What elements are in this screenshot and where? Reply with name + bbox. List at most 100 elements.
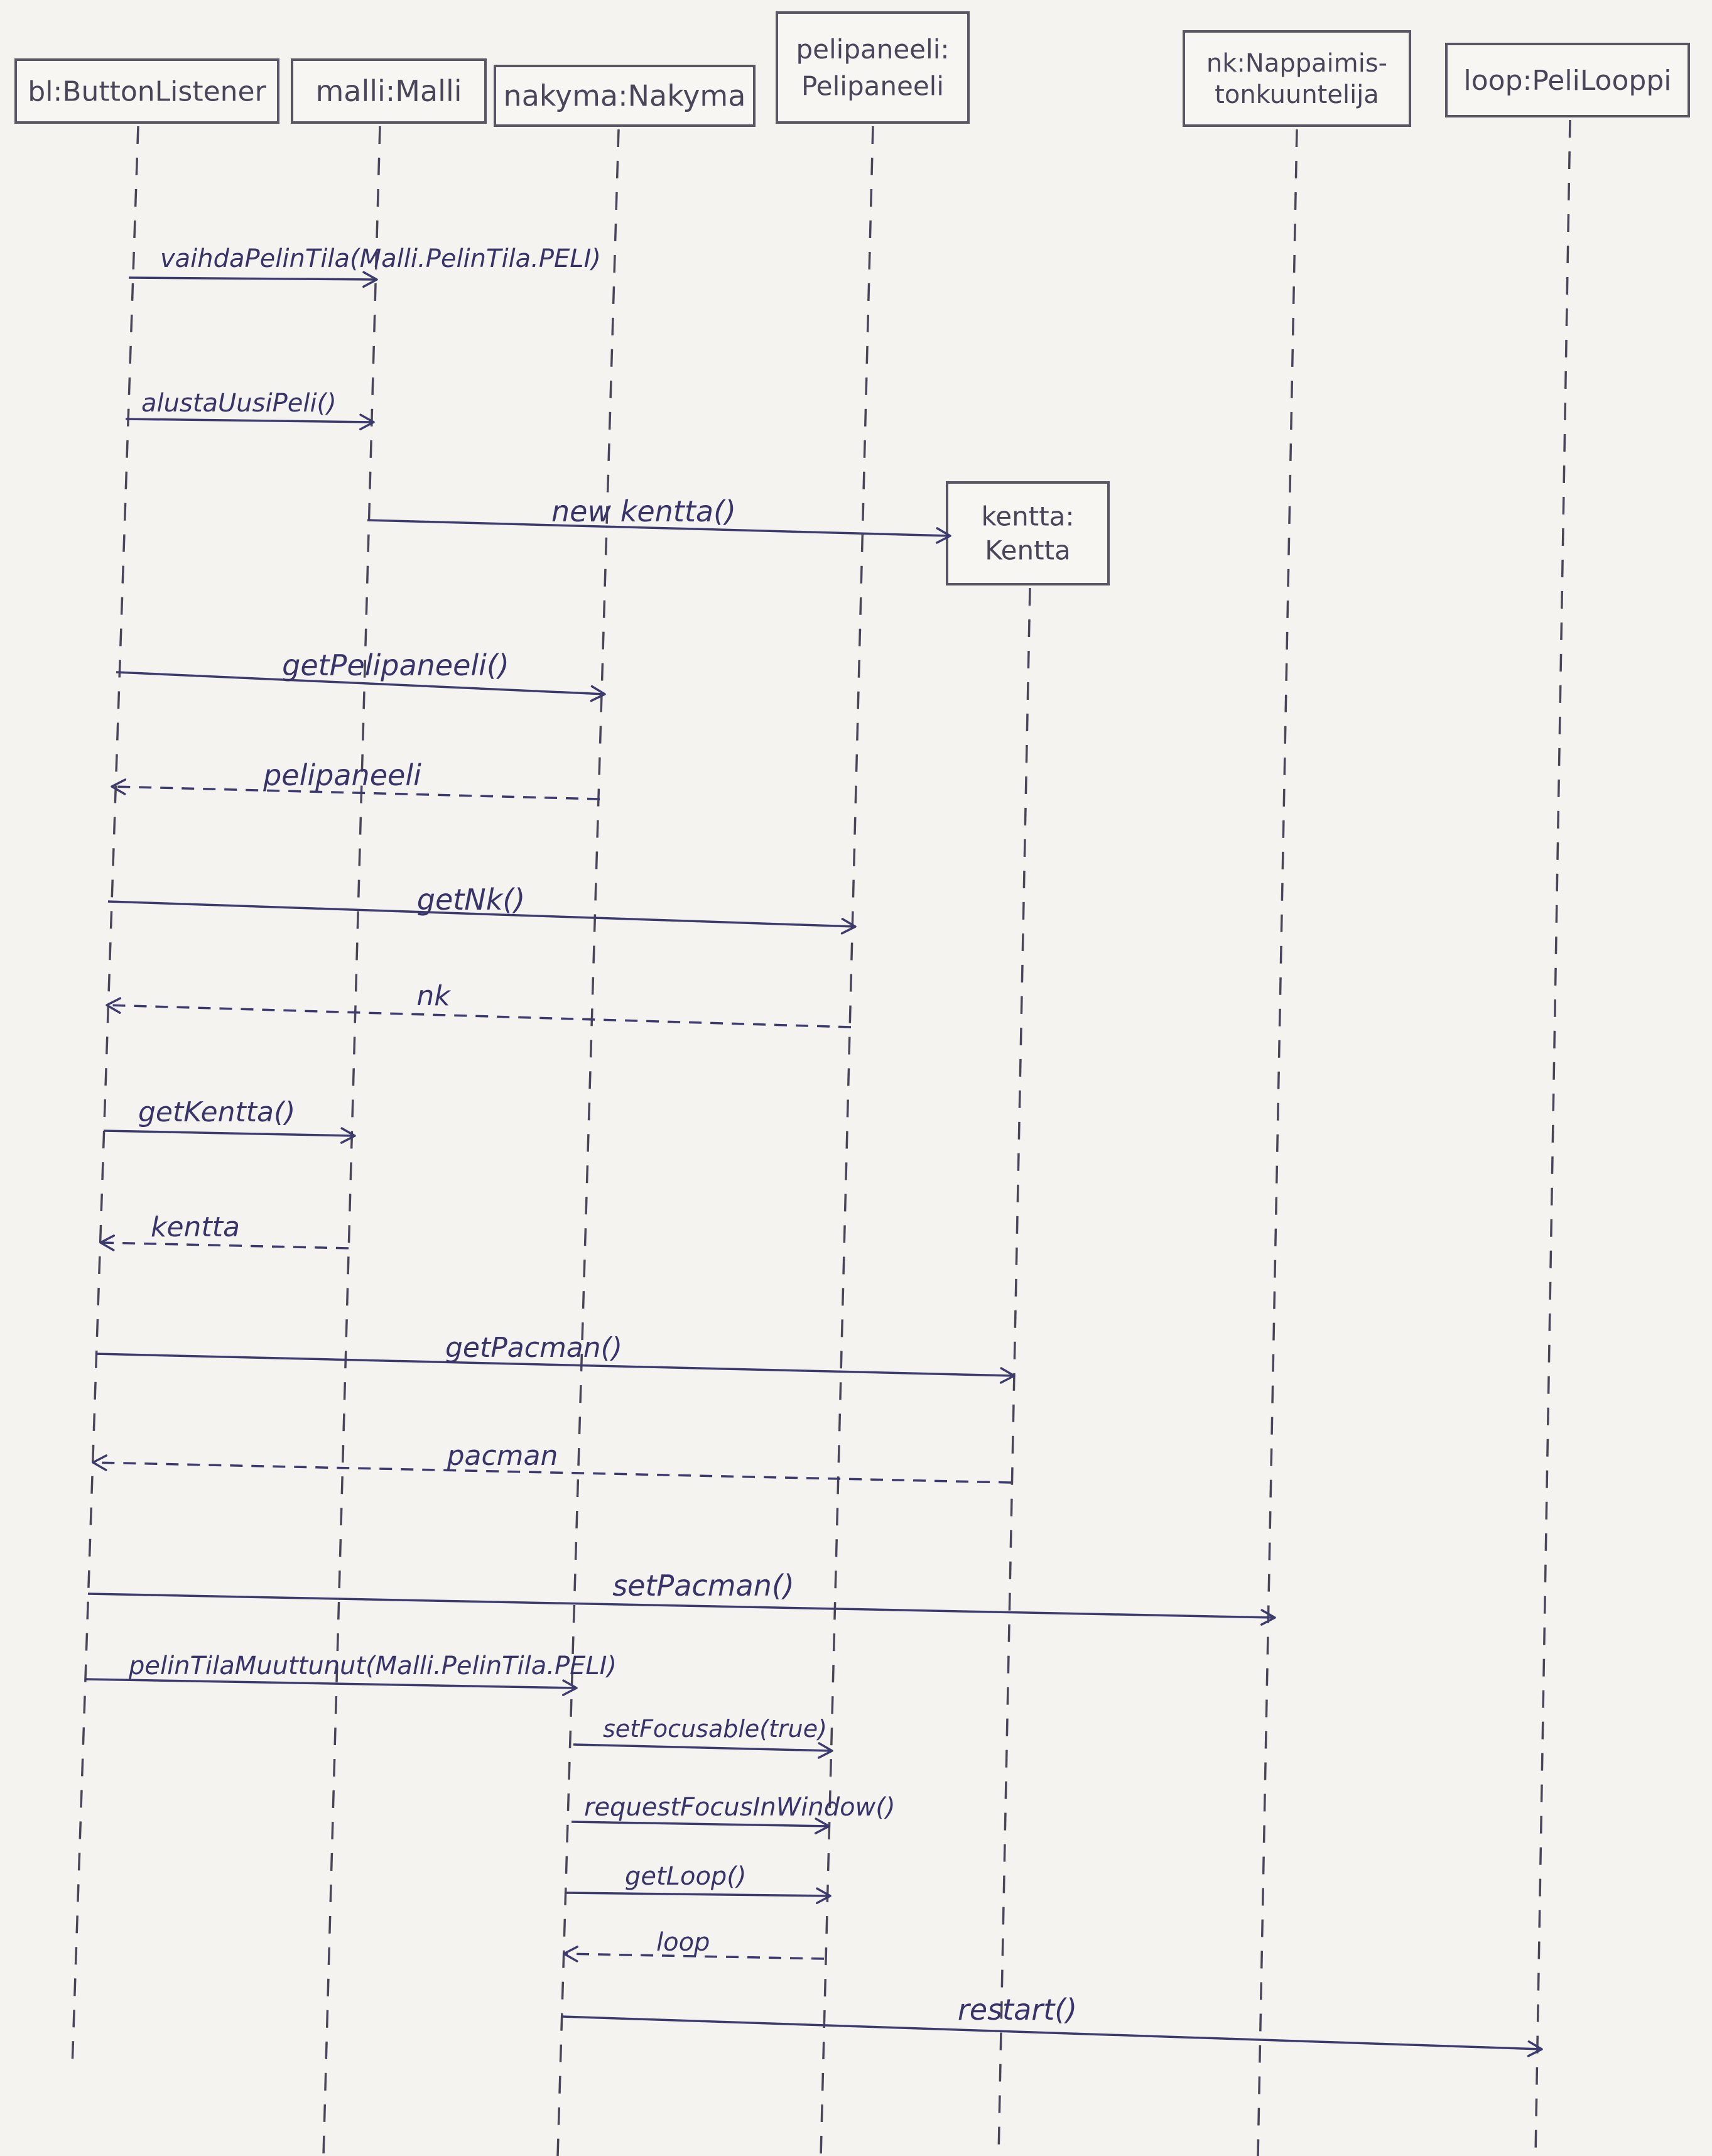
arrowhead-icon xyxy=(817,1742,833,1759)
arrowhead-icon xyxy=(814,1817,830,1834)
message-label: nk xyxy=(416,980,451,1012)
message-17: loop xyxy=(563,1928,825,1963)
lifeline-loop xyxy=(1534,119,1571,2156)
message-12: setPacman() xyxy=(87,1569,1276,1626)
arrowhead-icon xyxy=(561,1679,578,1696)
message-9: kentta xyxy=(99,1211,349,1251)
call-arrow xyxy=(367,519,951,537)
participant-label: malli:Malli xyxy=(315,74,462,108)
call-arrow xyxy=(125,418,374,423)
participant-box xyxy=(776,11,970,124)
arrowhead-icon xyxy=(816,1887,832,1904)
message-4: getPelipaneeli() xyxy=(116,648,606,702)
lifeline-bl xyxy=(71,126,139,2067)
return-arrow xyxy=(100,1241,349,1250)
message-15: requestFocusInWindow() xyxy=(571,1793,896,1834)
message-1: vaihdaPelinTila(Malli.PelinTila.PELI) xyxy=(128,244,601,288)
participant-pelipaneeli: pelipaneeli: Pelipaneeli xyxy=(776,11,970,2156)
return-arrow xyxy=(92,1461,1012,1484)
arrowhead-icon xyxy=(999,1367,1016,1384)
participant-label: tonkuuntelija xyxy=(1215,80,1379,109)
return-arrow xyxy=(106,1004,852,1028)
message-16: getLoop() xyxy=(566,1862,832,1904)
participant-label: nakyma:Nakyma xyxy=(504,79,746,113)
message-18: restart() xyxy=(561,1993,1543,2057)
participant-kentta: kentta:Kentta xyxy=(946,481,1110,2156)
arrowhead-icon xyxy=(1260,1609,1276,1626)
participant-box xyxy=(14,58,279,124)
message-label: restart() xyxy=(958,1993,1077,2027)
message-label: pelipaneeli xyxy=(263,758,421,792)
message-3: new kentta() xyxy=(367,494,951,544)
participant-loop: loop:PeliLooppi xyxy=(1445,43,1690,2156)
message-label: kentta xyxy=(151,1211,240,1243)
message-8: getKentta() xyxy=(103,1096,356,1144)
message-label: loop xyxy=(656,1928,710,1957)
lifeline-malli xyxy=(322,126,381,2156)
message-2: alustaUusiPeli() xyxy=(125,389,375,430)
participant-box xyxy=(946,481,1110,585)
arrowhead-icon xyxy=(340,1127,356,1144)
participant-nakyma: nakyma:Nakyma xyxy=(494,65,756,2156)
return-arrow xyxy=(563,1952,825,1960)
arrowhead-icon xyxy=(563,1946,579,1963)
participants: bl:ButtonListener malli:Malli nakyma:Nakym… xyxy=(14,11,1690,2156)
message-label: getNk() xyxy=(417,883,525,917)
message-label: alustaUusiPeli() xyxy=(141,389,337,418)
lifeline-pelipaneeli xyxy=(820,126,874,2156)
participant-label: nk:Nappaimis- xyxy=(1206,49,1387,78)
participant-label: Pelipaneeli xyxy=(801,70,944,101)
lifeline-nakyma xyxy=(556,129,620,2156)
participant-label: Kentta xyxy=(985,535,1071,566)
message-label: getKentta() xyxy=(138,1096,295,1128)
call-arrow xyxy=(116,671,605,695)
call-arrow xyxy=(561,2015,1542,2050)
lifeline-kentta xyxy=(997,587,1031,2156)
message-label: pacman xyxy=(447,1440,558,1472)
message-label: setPacman() xyxy=(612,1569,794,1603)
call-arrow xyxy=(84,1678,577,1689)
call-arrow xyxy=(95,1353,1015,1377)
message-label: pelinTilaMuuttunut(Malli.PelinTila.PELI) xyxy=(128,1652,617,1680)
arrowhead-icon xyxy=(935,527,951,544)
participant-box xyxy=(494,65,756,127)
participant-box xyxy=(1183,30,1411,127)
participant-bl: bl:ButtonListener xyxy=(14,58,279,2067)
message-6: getNk() xyxy=(107,883,857,935)
call-arrow xyxy=(571,1821,830,1827)
participant-label: kentta: xyxy=(981,501,1074,532)
lifeline-nk xyxy=(1257,129,1298,2156)
arrowhead-icon xyxy=(99,1234,116,1251)
participant-label: loop:PeliLooppi xyxy=(1464,65,1672,97)
arrowhead-icon xyxy=(840,918,857,935)
participant-label: bl:ButtonListener xyxy=(28,75,266,107)
participant-label: pelipaneeli: xyxy=(796,34,949,65)
message-label: vaihdaPelinTila(Malli.PelinTila.PELI) xyxy=(160,244,601,273)
call-arrow xyxy=(87,1592,1276,1619)
arrowhead-icon xyxy=(111,778,127,795)
call-arrow xyxy=(107,900,856,928)
message-label: new kentta() xyxy=(551,494,736,528)
message-14: setFocusable(true) xyxy=(573,1715,833,1759)
arrowhead-icon xyxy=(92,1454,108,1471)
message-label: setFocusable(true) xyxy=(603,1715,827,1743)
participant-box xyxy=(291,58,487,124)
call-arrow xyxy=(128,276,377,281)
participant-malli: malli:Malli xyxy=(291,58,487,2156)
message-7: nk xyxy=(106,980,852,1028)
call-arrow xyxy=(573,1743,833,1752)
call-arrow xyxy=(566,1892,831,1897)
call-arrow xyxy=(103,1130,355,1137)
message-label: getPacman() xyxy=(445,1332,622,1364)
message-10: getPacman() xyxy=(95,1332,1016,1384)
arrowhead-icon xyxy=(106,997,122,1014)
message-label: getPelipaneeli() xyxy=(282,648,509,682)
message-5: pelipaneeli xyxy=(111,758,600,800)
participant-nk: nk:Nappaimis-tonkuuntelija xyxy=(1183,30,1411,2156)
arrowhead-icon xyxy=(1527,2040,1543,2057)
arrowhead-icon xyxy=(359,413,375,430)
arrowhead-icon xyxy=(362,271,378,288)
messages: vaihdaPelinTila(Malli.PelinTila.PELI) alu… xyxy=(84,244,1543,2057)
participant-box xyxy=(1445,43,1690,117)
